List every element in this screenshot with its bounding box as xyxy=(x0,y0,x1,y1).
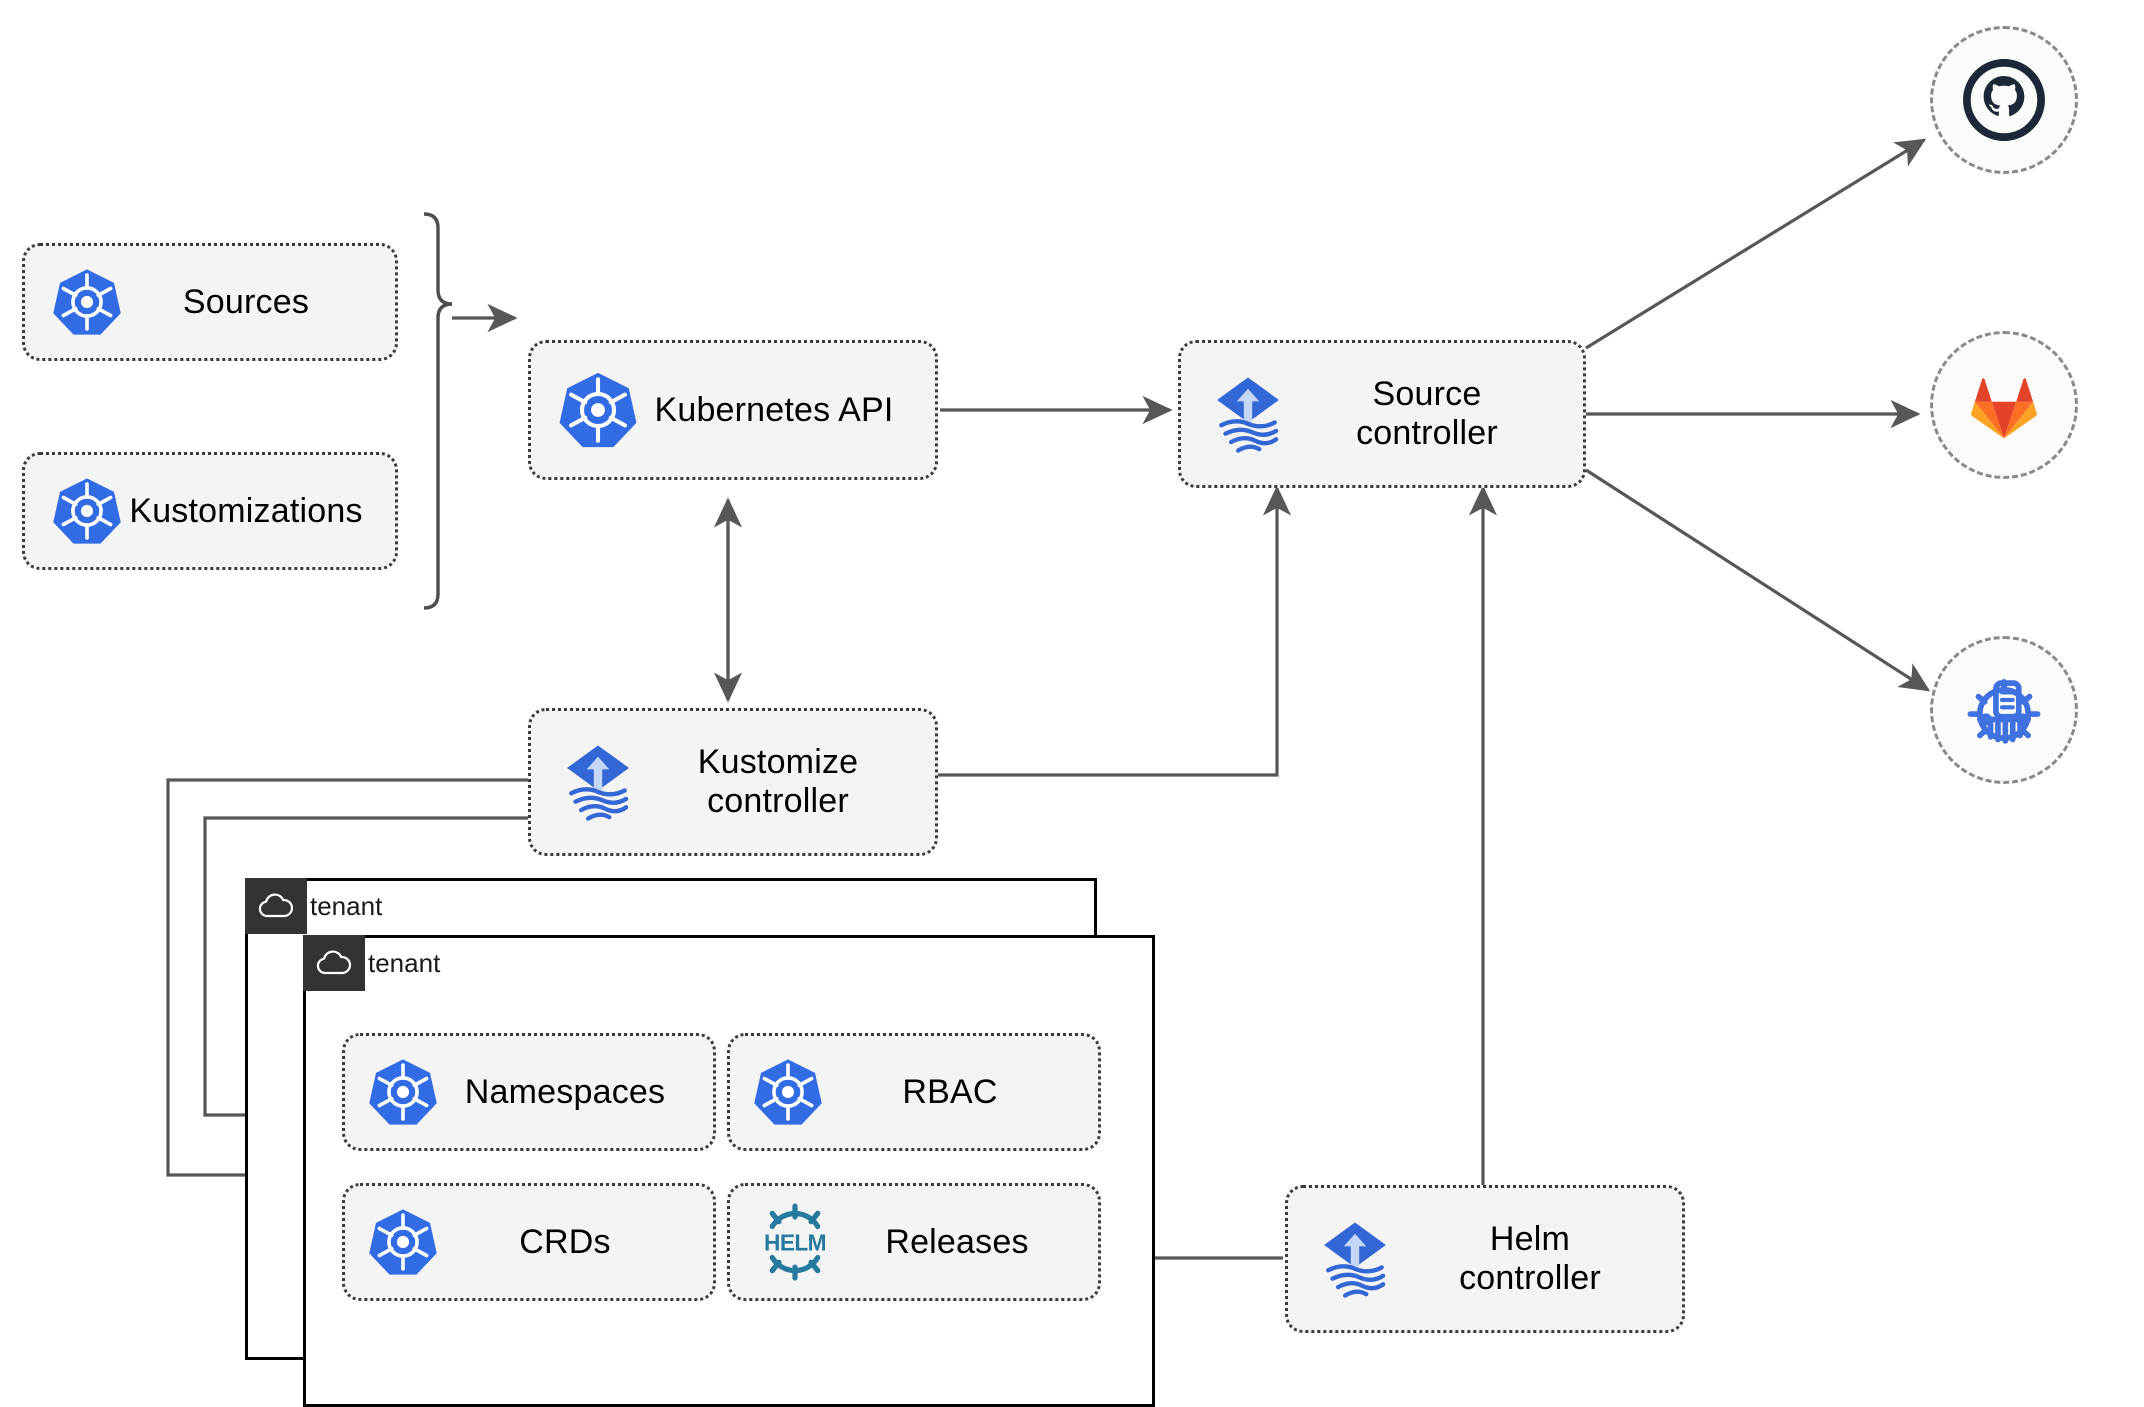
flux-icon xyxy=(1310,1214,1400,1304)
kubernetes-icon xyxy=(367,1056,439,1128)
tenant-resource-label: RBAC xyxy=(902,1072,998,1111)
resource-label-sources: Sources xyxy=(182,282,310,321)
resource-box-sources[interactable]: Sources xyxy=(22,243,398,361)
tenant-resource-namespaces[interactable]: Namespaces xyxy=(342,1033,716,1151)
github-icon xyxy=(1960,56,2048,144)
cloud-icon xyxy=(314,943,354,983)
node-kubernetes-api[interactable]: Kubernetes API xyxy=(528,340,938,480)
resource-label-kustomizations: Kustomizations xyxy=(129,491,363,530)
tenant-resource-label: Releases xyxy=(885,1222,1029,1261)
tenant-resource-label: CRDs xyxy=(519,1222,611,1261)
kubernetes-icon xyxy=(51,475,123,547)
tenant-header-2 xyxy=(303,935,365,991)
tenant-resource-releases[interactable]: HELM Releases xyxy=(727,1183,1101,1301)
gitlab-icon xyxy=(1963,364,2045,446)
tenant-label-2: tenant xyxy=(368,947,441,978)
resource-box-kustomizations[interactable]: Kustomizations xyxy=(22,452,398,570)
kubernetes-icon xyxy=(557,369,639,451)
node-kustomize-controller[interactable]: Kustomize controller xyxy=(528,708,938,856)
provider-gitlab[interactable] xyxy=(1930,331,2078,479)
tenant-header-1 xyxy=(245,878,307,934)
kubernetes-icon xyxy=(367,1206,439,1278)
flux-icon xyxy=(1203,369,1293,459)
cloud-icon xyxy=(256,886,296,926)
flux-icon xyxy=(553,737,643,827)
tenant-resource-label: Namespaces xyxy=(464,1072,666,1111)
node-source-controller[interactable]: Source controller xyxy=(1178,340,1586,488)
helm-icon: HELM xyxy=(752,1199,838,1285)
kubernetes-icon xyxy=(51,266,123,338)
node-helm-controller[interactable]: Helm controller xyxy=(1285,1185,1685,1333)
svg-text:HELM: HELM xyxy=(764,1229,826,1255)
node-label-kustomize-controller: Kustomize controller xyxy=(697,743,859,820)
provider-helm-repository[interactable] xyxy=(1930,636,2078,784)
node-label-kubernetes-api: Kubernetes API xyxy=(654,390,894,429)
provider-github[interactable] xyxy=(1930,26,2078,174)
helm-chart-repository-icon xyxy=(1961,667,2047,753)
node-label-source-controller: Source controller xyxy=(1356,375,1498,452)
tenant-label-1: tenant xyxy=(310,890,383,921)
node-label-helm-controller: Helm controller xyxy=(1459,1220,1601,1297)
tenant-container-2[interactable]: tenant xyxy=(303,935,1155,1407)
kubernetes-icon xyxy=(752,1056,824,1128)
tenant-resource-crds[interactable]: CRDs xyxy=(342,1183,716,1301)
tenant-resource-rbac[interactable]: RBAC xyxy=(727,1033,1101,1151)
